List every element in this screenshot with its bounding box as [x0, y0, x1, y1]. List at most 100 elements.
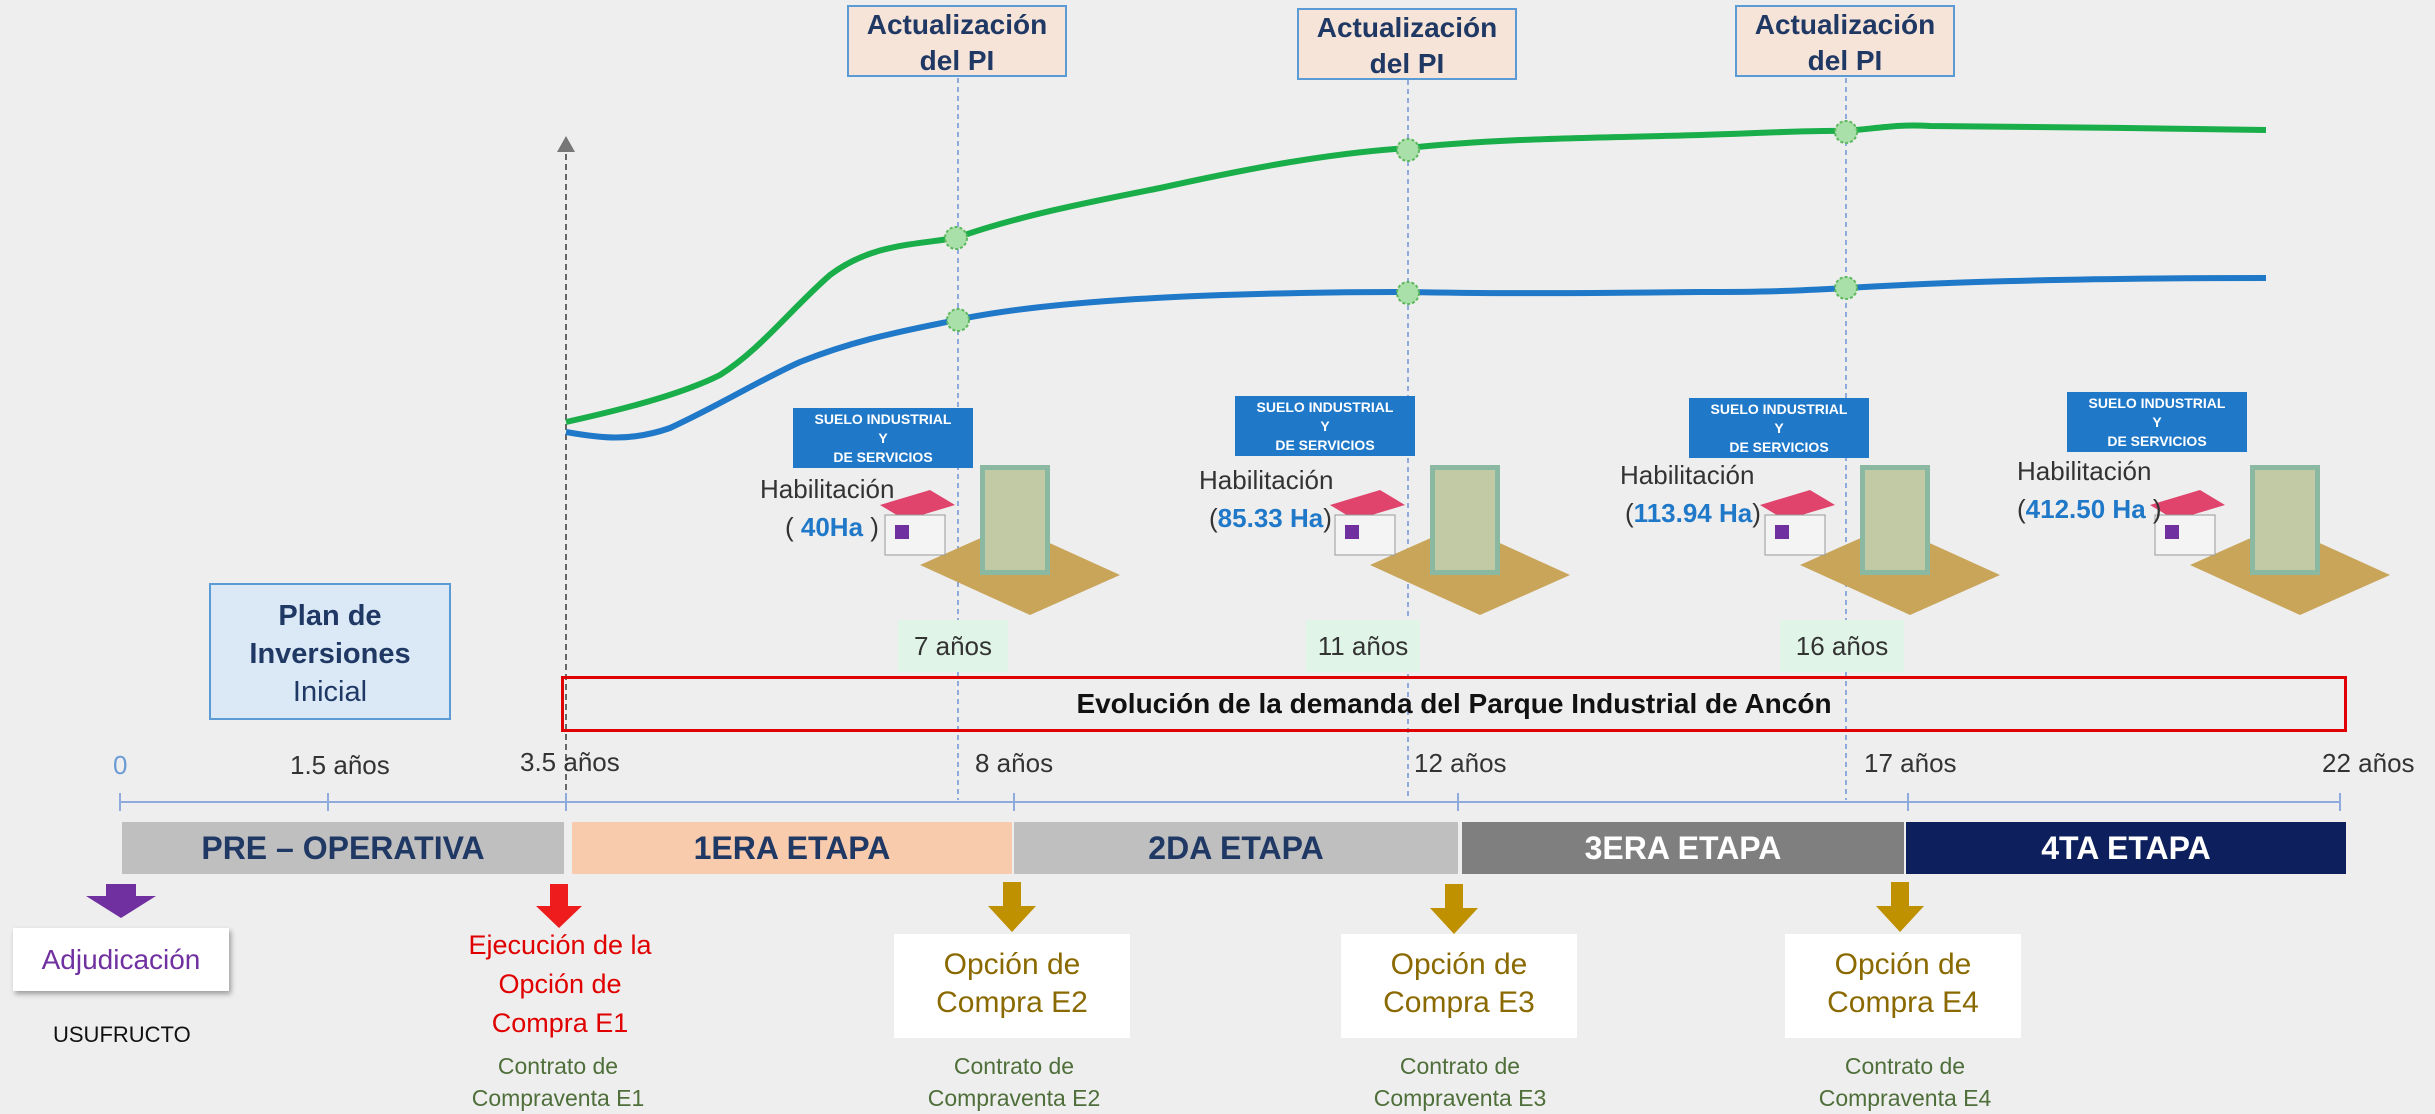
opcion-compra-e2: Opción de Compra E2: [894, 934, 1130, 1038]
option-line2: Compra E3: [1383, 986, 1535, 1019]
ejecucion-line3: Compra E1: [491, 1008, 629, 1038]
opcion-compra-e3: Opción de Compra E3: [1341, 934, 1577, 1038]
habilitacion-value: 40Ha: [800, 512, 864, 542]
ejecucion-line2: Opción de: [498, 969, 622, 999]
tick-label-12: 12 años: [1414, 748, 1507, 778]
building-illustration-1: [880, 465, 1120, 615]
suelo-line2: Y: [2152, 414, 2162, 430]
plan-inversiones-box: Plan de Inversiones Inicial: [209, 583, 451, 720]
stage-pre-operativa: PRE – OPERATIVA: [122, 822, 564, 874]
habilitacion-4: Habilitación (412.50 Ha ): [2017, 452, 2162, 528]
building-illustration-3: [1760, 465, 2000, 615]
year-badge-7: 7 años: [898, 620, 1008, 672]
contrato-line2: Compraventa E3: [1373, 1085, 1547, 1111]
paren-close: ): [1752, 498, 1761, 528]
suelo-label-4: SUELO INDUSTRIAL Y DE SERVICIOS: [2067, 392, 2247, 452]
option-arrow-e3: [1430, 884, 1478, 934]
suelo-label-3: SUELO INDUSTRIAL Y DE SERVICIOS: [1689, 398, 1869, 458]
habilitacion-label: Habilitación: [2017, 456, 2152, 486]
habilitacion-value-row: (113.94 Ha): [1620, 494, 1761, 532]
option-line2: Compra E2: [936, 986, 1088, 1019]
contrato-line2: Compraventa E2: [927, 1085, 1101, 1111]
contrato-line1: Contrato de: [1844, 1053, 1966, 1079]
habilitacion-value-row: (412.50 Ha ): [2017, 490, 2162, 528]
contrato-line2: Compraventa E1: [471, 1085, 645, 1111]
adjudicacion-arrow: [86, 884, 156, 918]
option-line1: Opción de: [943, 948, 1081, 981]
contrato-line1: Contrato de: [497, 1053, 619, 1079]
suelo-line1: SUELO INDUSTRIAL: [2088, 395, 2226, 411]
paren-close: ): [2145, 494, 2162, 524]
suelo-line3: DE SERVICIOS: [2107, 433, 2207, 449]
habilitacion-label: Habilitación: [1199, 465, 1334, 495]
opcion-compra-e4: Opción de Compra E4: [1785, 934, 2021, 1038]
paren-open: (: [1625, 498, 1634, 528]
suelo-line2: Y: [1774, 420, 1784, 436]
building-illustration-2: [1330, 465, 1570, 615]
paren-open: (: [1209, 503, 1218, 533]
stage-3era-etapa: 3ERA ETAPA: [1462, 822, 1904, 874]
option-line2: Compra E4: [1827, 986, 1979, 1019]
blue-marker-1: [946, 308, 970, 332]
usufructo-label: USUFRUCTO: [53, 1022, 191, 1047]
pi-update-box-1: Actualización del PI: [847, 5, 1067, 77]
blue-marker-2: [1396, 281, 1420, 305]
habilitacion-2: Habilitación (85.33 Ha): [1199, 461, 1333, 537]
habilitacion-label: Habilitación: [1620, 460, 1755, 490]
paren-close: ): [863, 512, 879, 542]
suelo-line2: Y: [1320, 418, 1330, 434]
pi-update-line1: Actualización: [866, 9, 1048, 40]
demand-banner: Evolución de la demanda del Parque Indus…: [561, 676, 2347, 732]
pi-update-line1: Actualización: [1754, 9, 1936, 40]
ejecucion-line1: Ejecución de la: [468, 930, 652, 960]
plan-line3: Inicial: [292, 676, 368, 708]
option-arrow-e2: [988, 882, 1036, 932]
contrato-line1: Contrato de: [953, 1053, 1075, 1079]
habilitacion-1: Habilitación ( 40Ha ): [760, 470, 894, 546]
habilitacion-value-row: (85.33 Ha): [1199, 499, 1333, 537]
tick-label-17: 17 años: [1864, 748, 1957, 778]
paren-open: (: [2017, 494, 2026, 524]
demand-banner-text: Evolución de la demanda del Parque Indus…: [1076, 688, 1832, 719]
pi-update-line2: del PI: [1807, 45, 1883, 76]
tick-label-8: 8 años: [975, 748, 1054, 778]
axis-arrow-head: [557, 136, 575, 152]
contrato-e3: Contrato de Compraventa E3: [1330, 1050, 1590, 1114]
suelo-line1: SUELO INDUSTRIAL: [814, 411, 952, 427]
contrato-e1: Contrato de Compraventa E1: [428, 1050, 688, 1114]
green-curve: [565, 122, 2267, 425]
stage-label: 4TA ETAPA: [2041, 830, 2211, 866]
pi-update-line2: del PI: [919, 45, 995, 76]
stage-label: PRE – OPERATIVA: [201, 830, 485, 866]
green-marker-2: [1396, 138, 1420, 162]
habilitacion-label: Habilitación: [760, 474, 895, 504]
ejecucion-opcion-e1: Ejecución de la Opción de Compra E1: [455, 926, 665, 1043]
suelo-line3: DE SERVICIOS: [833, 449, 933, 465]
tick-label-0: 0: [113, 750, 128, 780]
tick-label-22: 22 años: [2322, 748, 2415, 778]
tick-label-1-5: 1.5 años: [290, 750, 390, 780]
stage-2da-etapa: 2DA ETAPA: [1014, 822, 1458, 874]
suelo-line3: DE SERVICIOS: [1275, 437, 1375, 453]
suelo-line1: SUELO INDUSTRIAL: [1710, 401, 1848, 417]
green-marker-3: [1834, 120, 1858, 144]
stage-1era-etapa: 1ERA ETAPA: [572, 822, 1012, 874]
contrato-line1: Contrato de: [1399, 1053, 1521, 1079]
suelo-label-2: SUELO INDUSTRIAL Y DE SERVICIOS: [1235, 396, 1415, 456]
suelo-line1: SUELO INDUSTRIAL: [1256, 399, 1394, 415]
suelo-label-1: SUELO INDUSTRIAL Y DE SERVICIOS: [793, 408, 973, 468]
year-badge-16: 16 años: [1780, 620, 1904, 672]
paren-close: ): [1323, 503, 1332, 533]
stage-label: 3ERA ETAPA: [1584, 830, 1782, 866]
adjudicacion-label: Adjudicación: [41, 944, 201, 975]
blue-marker-3: [1834, 276, 1858, 300]
ejecucion-arrow: [536, 884, 582, 928]
suelo-line3: DE SERVICIOS: [1729, 439, 1829, 455]
option-arrow-e4: [1876, 882, 1924, 932]
contrato-e2: Contrato de Compraventa E2: [884, 1050, 1144, 1114]
habilitacion-value-row: ( 40Ha ): [760, 508, 894, 546]
adjudicacion-box: Adjudicación: [13, 928, 229, 991]
pi-update-box-2: Actualización del PI: [1297, 8, 1517, 80]
